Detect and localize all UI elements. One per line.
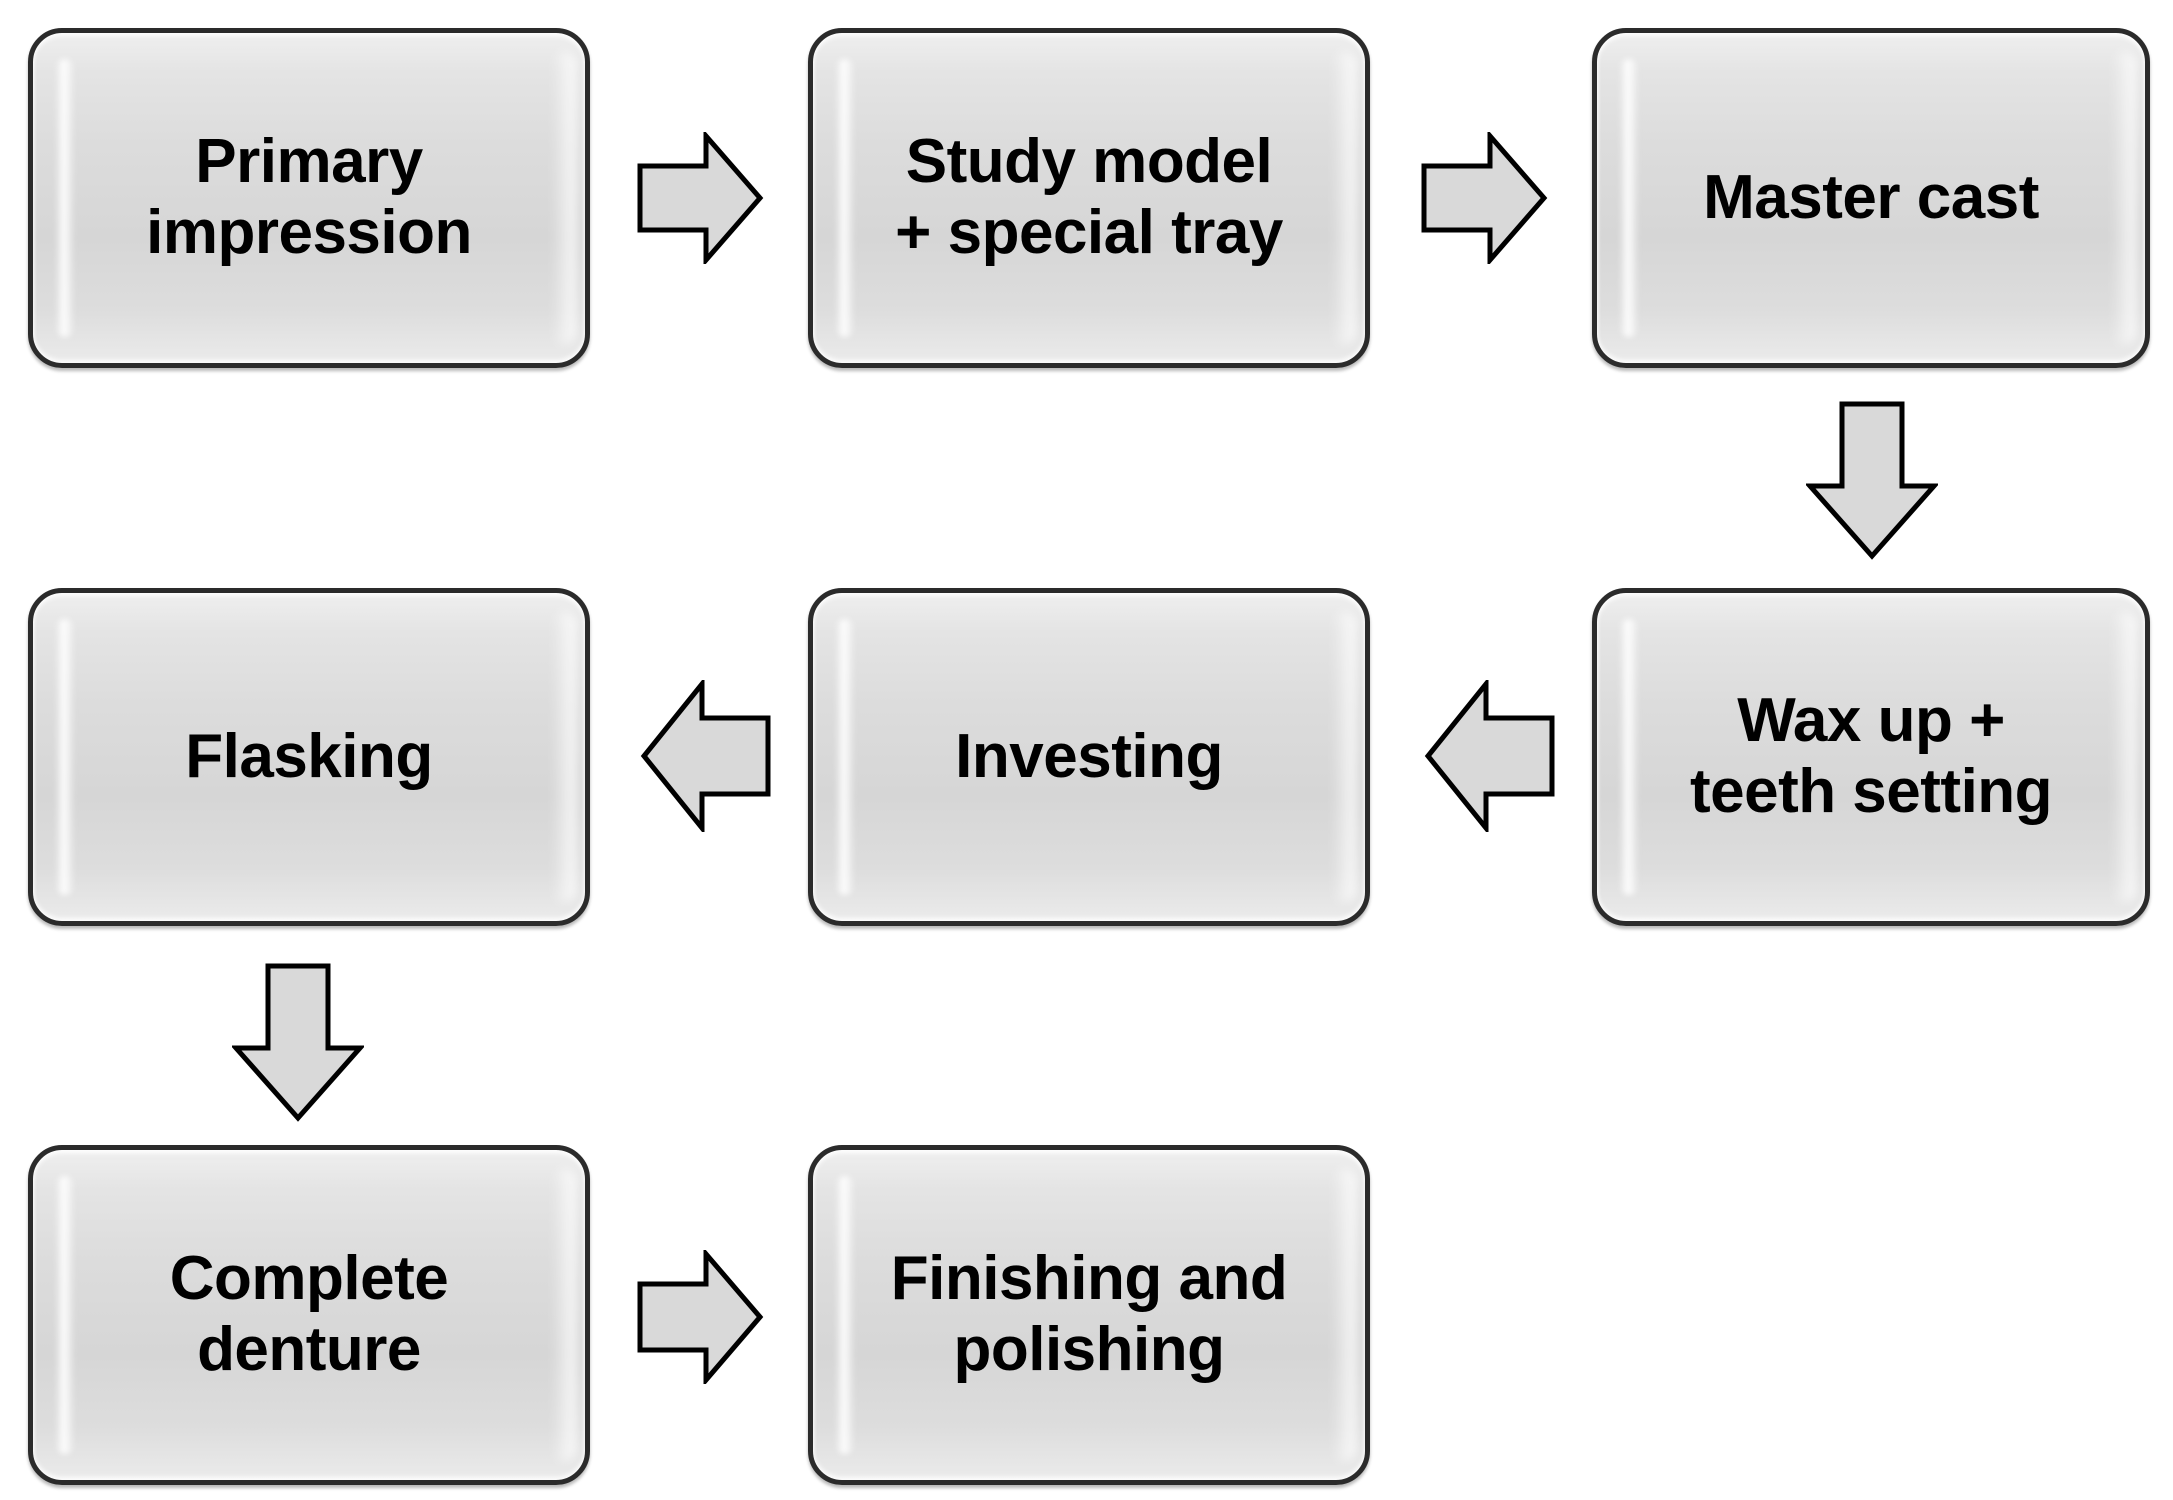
arrow-study-to-master: [1420, 132, 1548, 264]
node-label: Complete denture: [169, 1244, 449, 1384]
arrow-primary-to-study: [636, 132, 764, 264]
node-label: Primary impression: [146, 127, 472, 267]
arrow-master-to-wax: [1806, 400, 1938, 560]
node-investing[interactable]: Investing: [808, 588, 1370, 926]
arrow-down-icon: [1806, 401, 1938, 560]
node-label: Master cast: [1703, 162, 2039, 232]
node-label: Wax up + teeth setting: [1689, 686, 2053, 826]
node-finishing-polishing[interactable]: Finishing and polishing: [808, 1145, 1370, 1485]
arrow-down-icon: [232, 963, 364, 1122]
node-label: Finishing and polishing: [890, 1244, 1288, 1384]
arrow-right-icon: [637, 1250, 764, 1384]
arrow-right-icon: [637, 132, 764, 264]
arrow-flasking-to-denture: [232, 962, 364, 1122]
node-label: Flasking: [185, 721, 433, 791]
arrow-denture-to-finishing: [636, 1250, 764, 1384]
arrow-wax-to-investing: [1424, 680, 1556, 832]
node-flasking[interactable]: Flasking: [28, 588, 590, 926]
arrow-right-icon: [1421, 132, 1548, 264]
arrow-left-icon: [640, 680, 771, 832]
node-label: Investing: [955, 721, 1223, 791]
arrow-left-icon: [1424, 680, 1555, 832]
node-study-model[interactable]: Study model + special tray: [808, 28, 1370, 368]
node-master-cast[interactable]: Master cast: [1592, 28, 2150, 368]
node-label: Study model + special tray: [895, 127, 1283, 267]
node-wax-up-teeth-setting[interactable]: Wax up + teeth setting: [1592, 588, 2150, 926]
arrow-investing-to-flasking: [640, 680, 772, 832]
node-complete-denture[interactable]: Complete denture: [28, 1145, 590, 1485]
node-primary-impression[interactable]: Primary impression: [28, 28, 590, 368]
